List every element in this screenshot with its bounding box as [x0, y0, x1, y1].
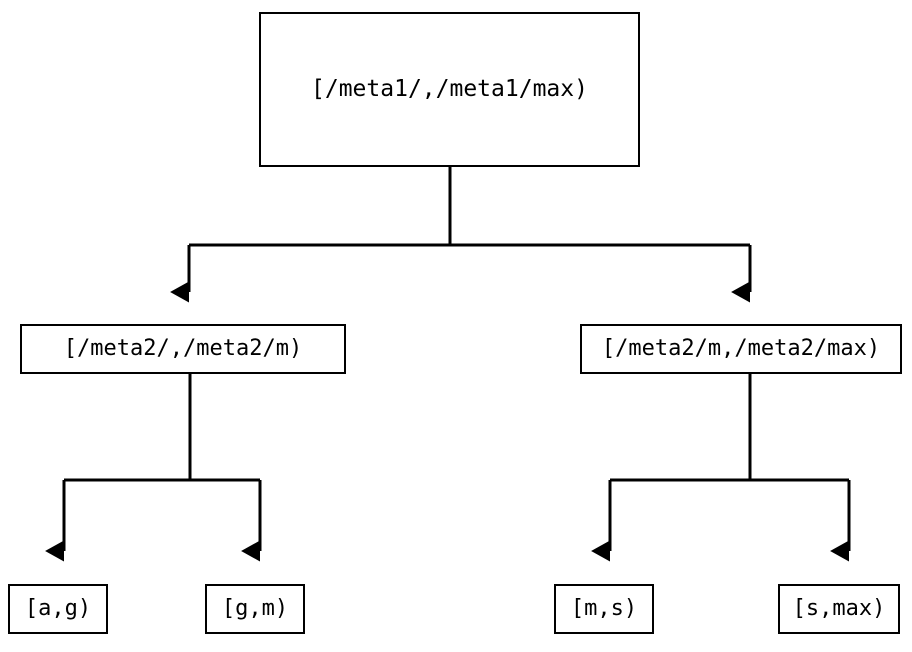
tree-node-mid-left-label: [/meta2/,/meta2/m): [63, 336, 303, 361]
tree-node-leaf-2-label: [g,m): [221, 596, 289, 621]
tree-node-leaf-3-label: [m,s): [570, 596, 638, 621]
tree-node-leaf-1[interactable]: [a,g): [8, 584, 108, 634]
edge-root-to-mid-group: [170, 167, 752, 303]
tree-node-root-label: [/meta1/,/meta1/max): [311, 76, 588, 102]
tree-node-mid-right[interactable]: [/meta2/m,/meta2/max): [580, 324, 902, 374]
edge-mid-left-to-leaves-group: [45, 374, 262, 562]
tree-node-mid-right-label: [/meta2/m,/meta2/max): [601, 336, 881, 361]
tree-node-leaf-1-label: [a,g): [24, 596, 92, 621]
edge-mid-right-to-leaves-group: [591, 374, 851, 562]
tree-node-mid-left[interactable]: [/meta2/,/meta2/m): [20, 324, 346, 374]
tree-node-root[interactable]: [/meta1/,/meta1/max): [259, 12, 640, 167]
tree-node-leaf-2[interactable]: [g,m): [205, 584, 305, 634]
tree-node-leaf-3[interactable]: [m,s): [554, 584, 654, 634]
tree-node-leaf-4[interactable]: [s,max): [778, 584, 900, 634]
tree-node-leaf-4-label: [s,max): [792, 596, 886, 621]
